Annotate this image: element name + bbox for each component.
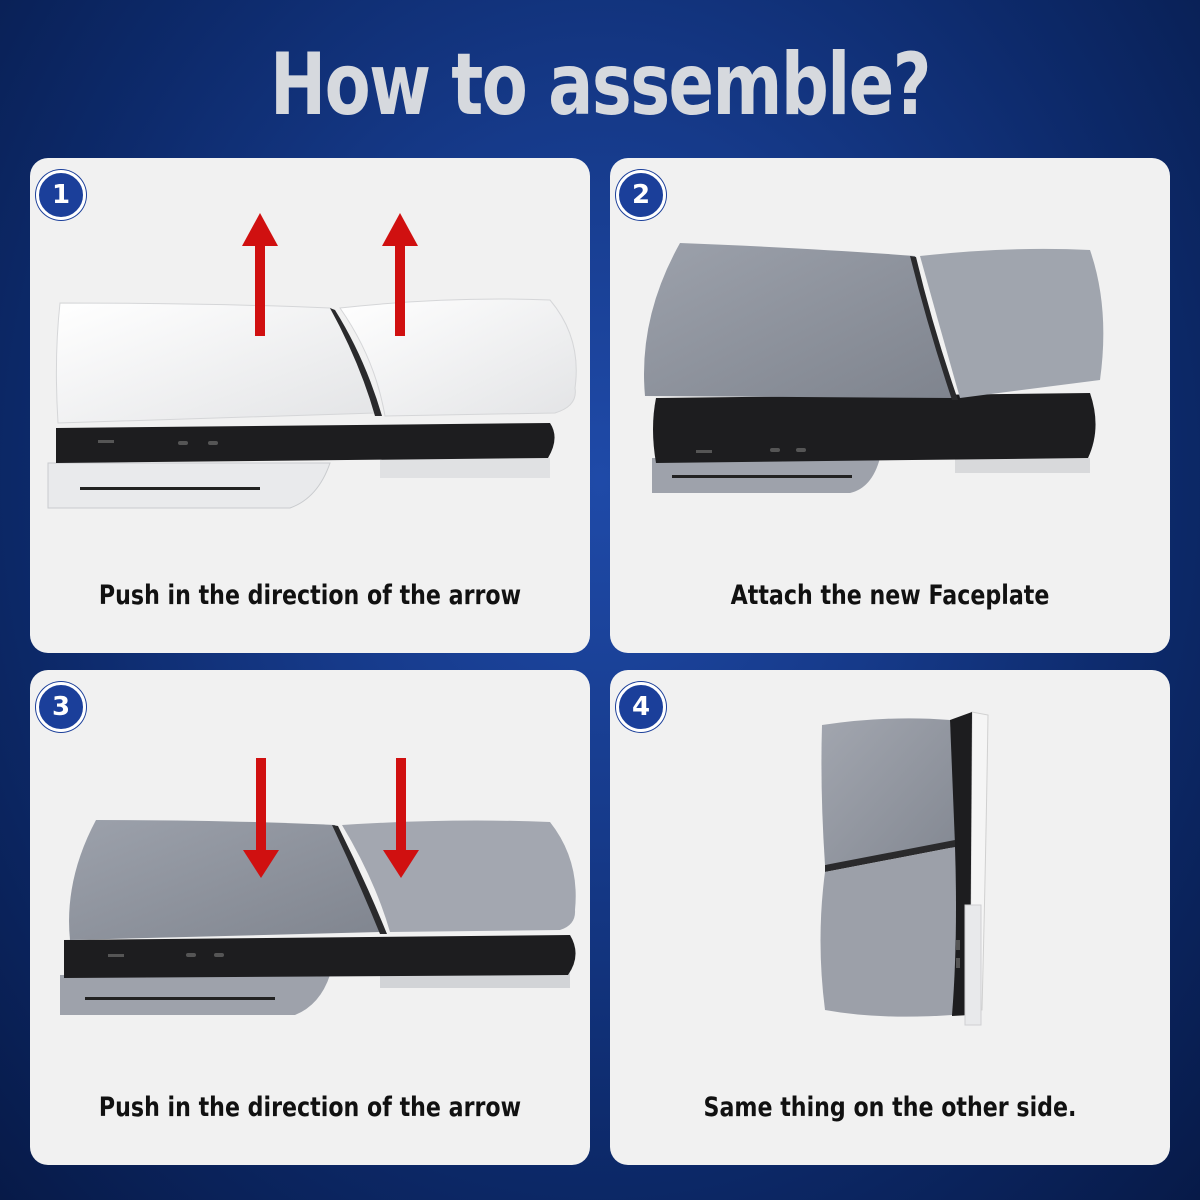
page-title: How to assemble? [269, 35, 932, 135]
step-card-1: 1 Push in the direction of the arrow [30, 158, 590, 653]
down-arrow-icon [383, 758, 419, 878]
step-number-badge: 1 [36, 170, 86, 220]
console-illustration-vertical [820, 711, 989, 1026]
step-card-3: 3 Push in the direction of the arrow [30, 670, 590, 1165]
step-number-badge: 4 [616, 682, 666, 732]
console-illustration-grey-plate-push [60, 758, 576, 1015]
step-caption: Same thing on the other side. [703, 1092, 1077, 1123]
console-illustration-white-plate [47, 213, 577, 509]
step-caption: Push in the direction of the arrow [98, 1092, 522, 1123]
step-caption: Push in the direction of the arrow [98, 580, 522, 611]
up-arrow-icon [242, 213, 278, 336]
down-arrow-icon [243, 758, 279, 878]
step-card-4: 4 Same thing on the other side. [610, 670, 1170, 1165]
up-arrow-icon [382, 213, 418, 336]
console-illustration-grey-plate-attach [644, 243, 1104, 493]
step-caption: Attach the new Faceplate [730, 580, 1050, 611]
step-card-2: 2 Attach the new Faceplate [610, 158, 1170, 653]
step-number-badge: 2 [616, 170, 666, 220]
step-number-badge: 3 [36, 682, 86, 732]
